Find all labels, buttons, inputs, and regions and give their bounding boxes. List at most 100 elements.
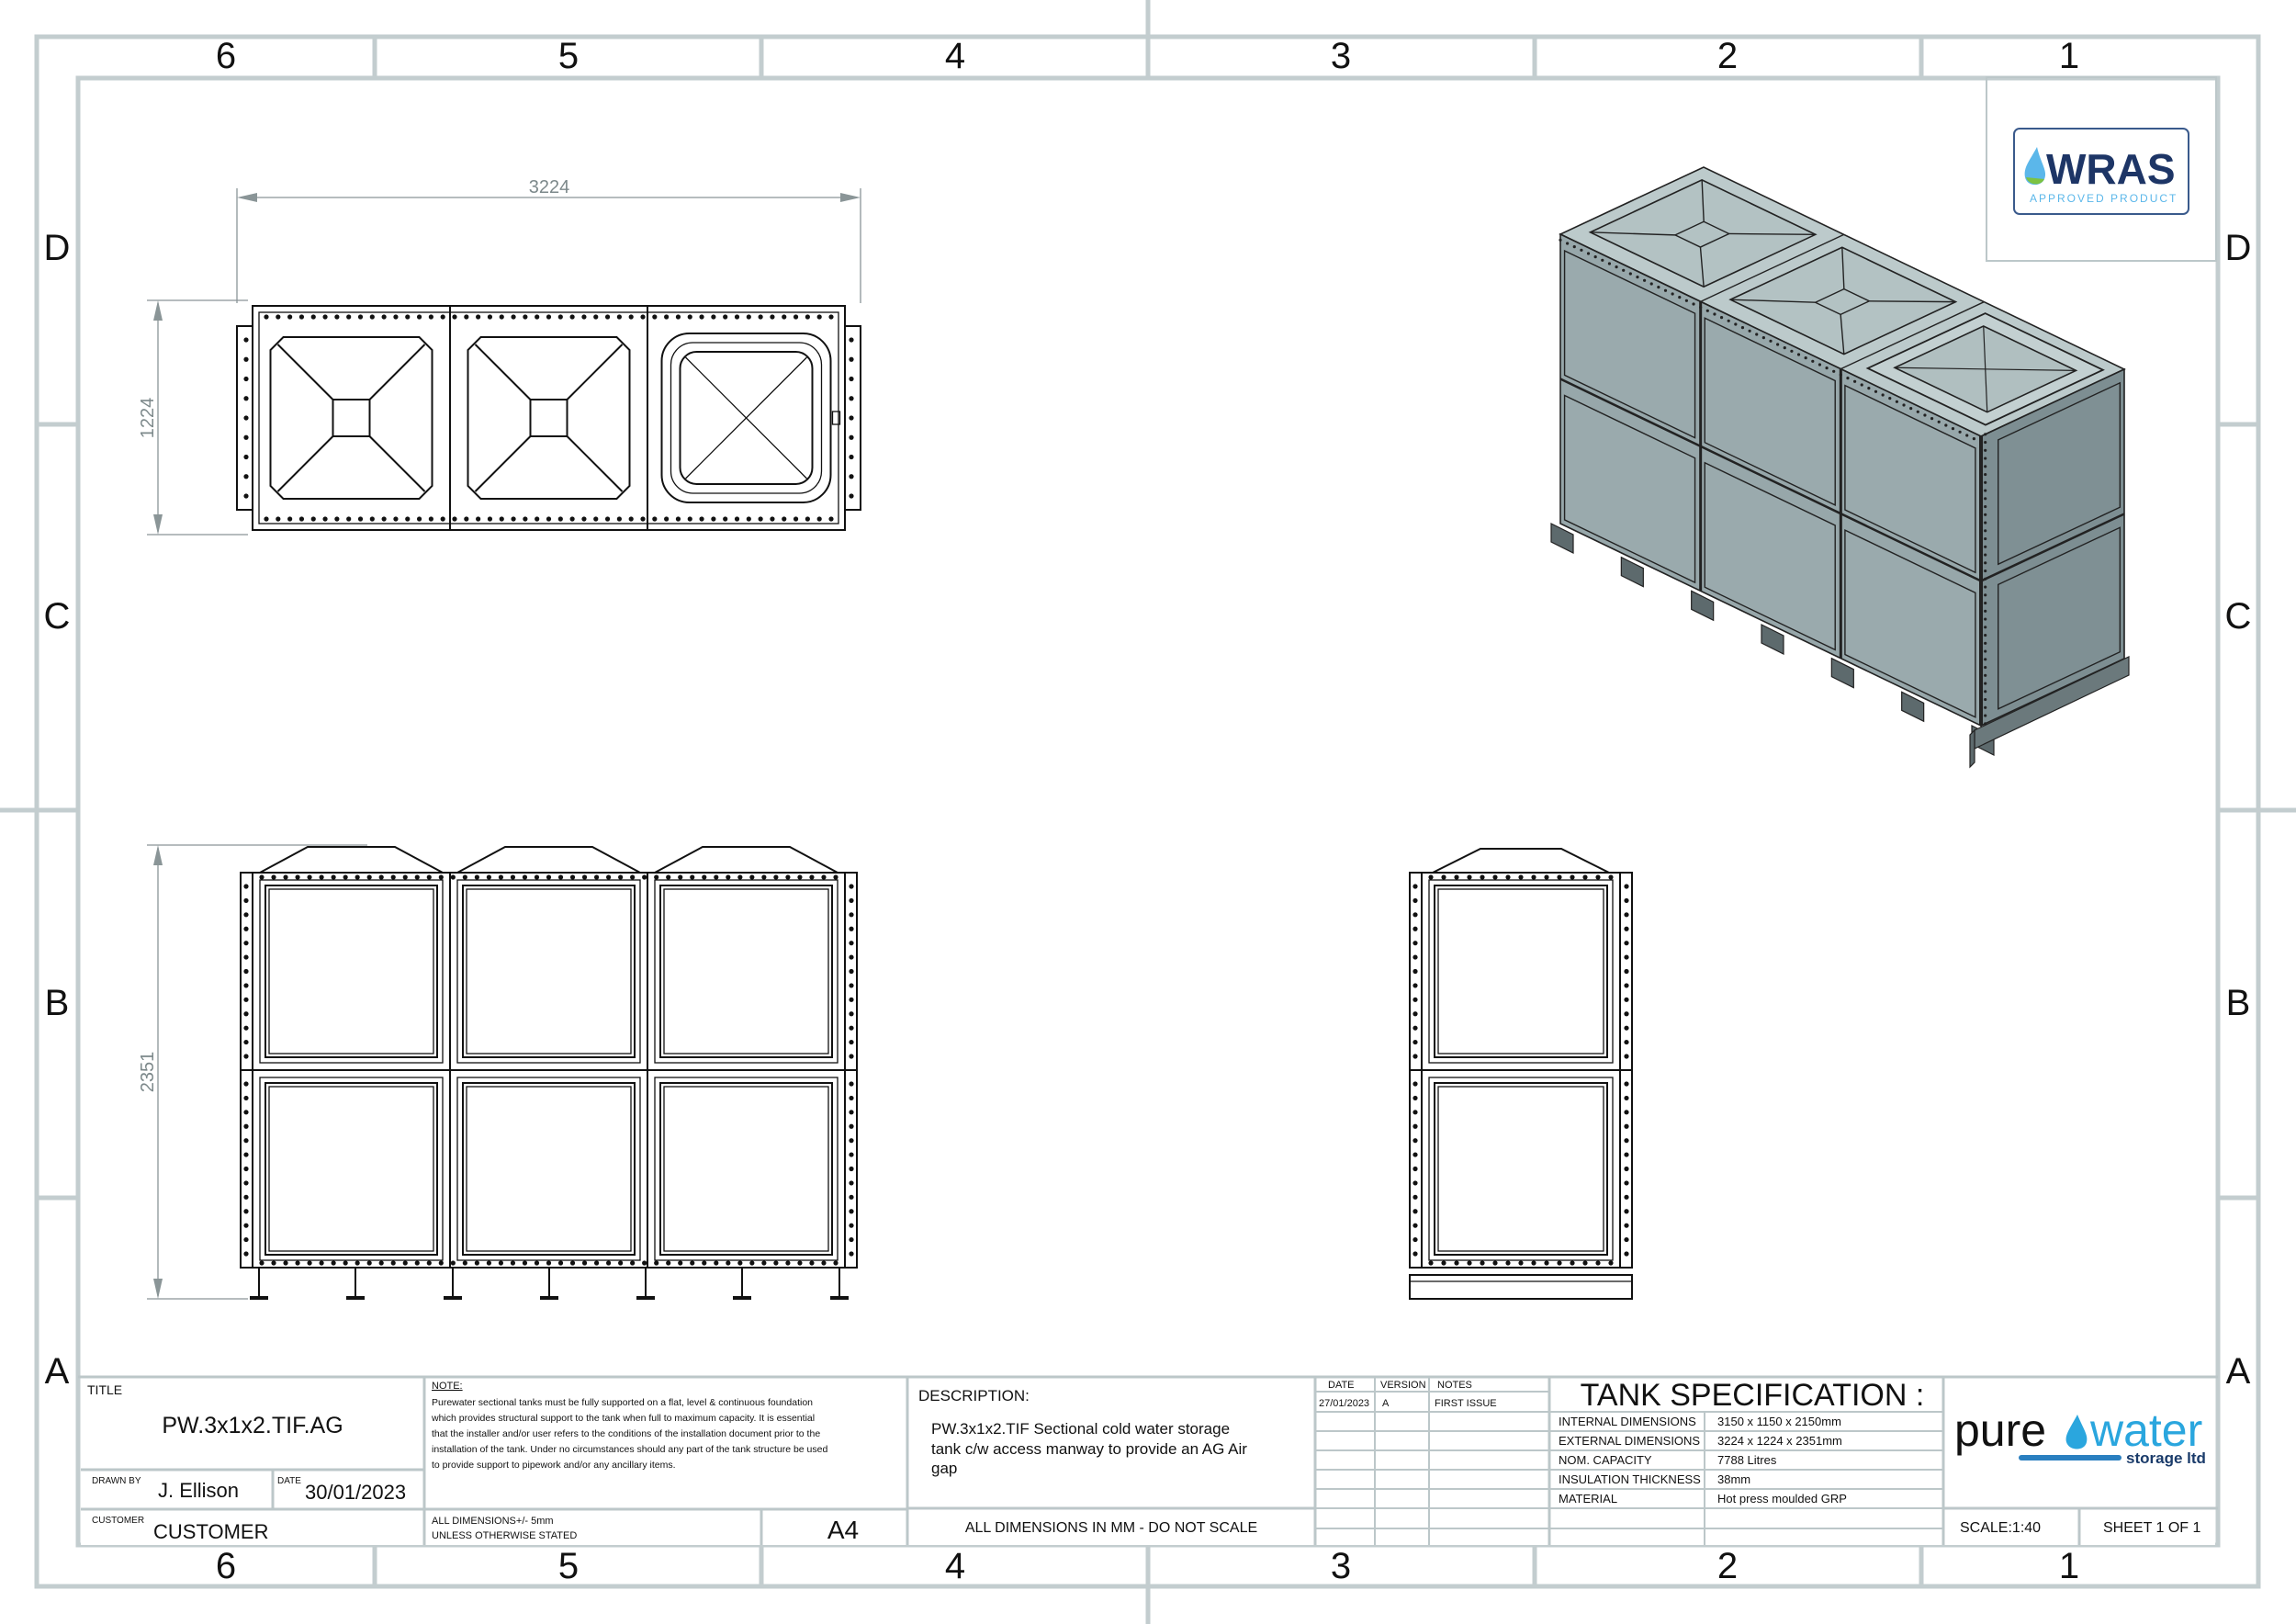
bolt	[1428, 874, 1434, 880]
bolt	[1559, 238, 1562, 242]
bolt	[243, 968, 249, 975]
isometric-view-drawing	[1550, 166, 2130, 769]
bolt	[1719, 316, 1724, 320]
description-line-3: gap	[931, 1460, 957, 1477]
bolt	[259, 1260, 264, 1266]
bolt	[1624, 1138, 1629, 1144]
bolt	[343, 874, 348, 880]
bolt	[243, 1209, 249, 1214]
bolt	[287, 314, 293, 320]
support-leg	[1620, 556, 1644, 588]
bolt	[1582, 874, 1588, 880]
bolt	[1790, 349, 1794, 353]
bolt	[1607, 262, 1612, 265]
wras-logo-box	[1986, 76, 2217, 262]
bolt	[1412, 1194, 1418, 1200]
customer-label: CUSTOMER	[92, 1516, 144, 1526]
bolt	[1984, 480, 1987, 484]
spec-value: 7788 Litres	[1717, 1453, 1777, 1467]
bolt	[1624, 884, 1629, 889]
bolt	[849, 1081, 854, 1087]
bolt	[1624, 983, 1629, 988]
zone-column-label: 2	[1717, 1546, 1738, 1586]
bolt	[1412, 1039, 1418, 1045]
bolt	[569, 516, 575, 522]
panel-flange	[456, 1077, 641, 1261]
roof-rib	[1841, 247, 1845, 289]
bolt	[243, 1236, 249, 1243]
note-line: to provide support to pipework and/or an…	[432, 1460, 676, 1471]
bolt	[1984, 504, 1987, 509]
bolt	[1615, 265, 1618, 269]
bolt	[1480, 1260, 1485, 1266]
spec-table	[1549, 1411, 1943, 1545]
bolt	[557, 1260, 564, 1266]
bolt	[1796, 353, 1801, 356]
bolt	[243, 983, 249, 988]
bolt	[1624, 1236, 1629, 1243]
bolt	[369, 516, 375, 522]
bolt	[1412, 954, 1418, 960]
bolt	[652, 516, 658, 522]
bolt	[546, 874, 552, 880]
description-label: DESCRIPTION:	[918, 1387, 1030, 1404]
bolt	[1412, 884, 1418, 889]
bolt	[809, 1260, 815, 1266]
bolt	[243, 434, 249, 440]
roof-rib	[474, 344, 532, 400]
bolt	[652, 314, 658, 320]
bolt	[355, 874, 360, 880]
dimension-height-value: 2351	[138, 1052, 158, 1093]
bolt	[1412, 1025, 1418, 1031]
bolt	[1984, 714, 1987, 717]
bolt	[1572, 245, 1576, 249]
bolt	[1923, 413, 1927, 417]
bolt	[1624, 1095, 1629, 1101]
roof-rib	[1840, 314, 1845, 355]
bolt	[714, 874, 719, 880]
bolt	[785, 874, 791, 880]
description-line-2: tank c/w access manway to provide an AG …	[931, 1440, 1247, 1458]
bolt	[1984, 601, 1987, 605]
bolt	[849, 912, 854, 918]
bolt	[1984, 722, 1987, 726]
bolt	[243, 941, 249, 946]
bolt	[243, 954, 249, 960]
bolt	[828, 314, 834, 320]
bolt	[849, 396, 854, 401]
bolt	[1984, 609, 1987, 613]
company-logo: pure water storage ltd	[1954, 1404, 2206, 1467]
bolt	[1593, 255, 1597, 259]
side-panel	[1998, 381, 2122, 566]
bolt	[654, 1260, 659, 1266]
bolt	[1412, 1180, 1418, 1186]
manway-cross	[1983, 325, 1988, 412]
bolt	[793, 516, 799, 522]
bolt	[440, 314, 445, 320]
bolt	[1505, 874, 1511, 880]
bolt	[1643, 278, 1647, 282]
bolt	[393, 516, 399, 522]
bolt	[1984, 705, 1987, 709]
bolt	[702, 874, 707, 880]
bolt	[1624, 1011, 1629, 1017]
front-elevation-drawing	[240, 846, 858, 1300]
panel-flange	[259, 1077, 444, 1261]
bolt	[243, 1251, 249, 1257]
bolt	[438, 874, 444, 880]
bolt	[1624, 897, 1629, 904]
bolt	[378, 1260, 384, 1266]
panel-inner	[466, 888, 632, 1054]
bolt	[1734, 322, 1738, 326]
bolt	[1412, 941, 1418, 946]
bolt	[243, 884, 249, 889]
bolt	[1984, 440, 1987, 445]
bolt	[628, 516, 634, 522]
dimension-width-value: 1224	[138, 398, 158, 439]
zone-column-label: 3	[1331, 1546, 1351, 1586]
customer-value: CUSTOMER	[153, 1520, 269, 1543]
bolt	[334, 314, 340, 320]
bolt	[1888, 397, 1892, 400]
company-logo-word-1: pure	[1954, 1404, 2046, 1456]
front-panel	[1704, 317, 1836, 507]
